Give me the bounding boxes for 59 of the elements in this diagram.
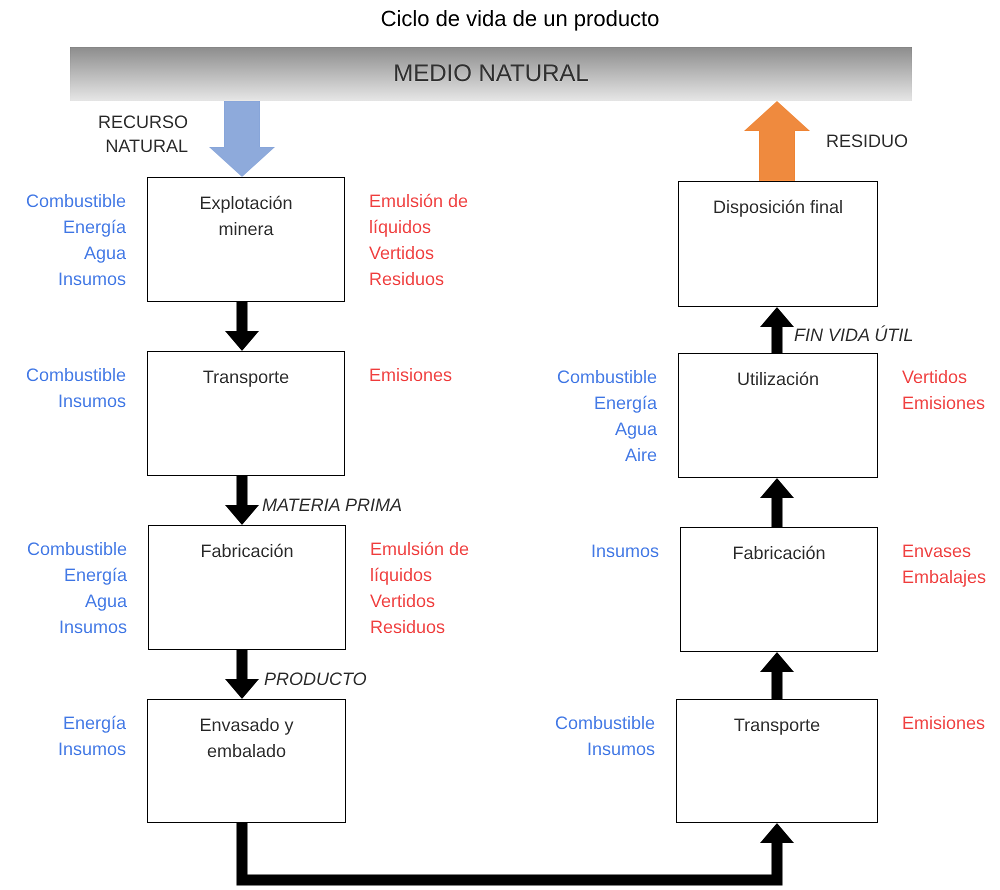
input-text: Energía: [592, 392, 657, 415]
input-text: Combustible: [24, 364, 126, 387]
input-text: Combustible: [24, 190, 126, 213]
process-name: Fabricación: [199, 540, 295, 563]
process-name: Disposición final: [712, 196, 844, 219]
output-text: Emisiones: [902, 392, 986, 415]
output-text: Emisiones: [369, 364, 454, 387]
process-box: [147, 699, 346, 823]
input-text: Combustible: [26, 538, 127, 561]
output-text: Residuos: [369, 268, 446, 291]
output-text: Emisiones: [902, 712, 986, 735]
process-box: [680, 527, 878, 652]
arrow: [236, 823, 794, 886]
input-text: Agua: [614, 418, 657, 441]
arrow: [760, 307, 794, 353]
process-box: [147, 351, 345, 476]
process-box: [676, 699, 878, 823]
process-name: Utilización: [736, 368, 820, 391]
input-text: Combustible: [556, 366, 657, 389]
input-text: Aire: [624, 444, 657, 467]
input-text: Insumos: [56, 390, 126, 413]
input-text: Agua: [82, 242, 126, 265]
arrow: [744, 101, 810, 181]
input-text: Energía: [62, 216, 126, 239]
input-text: Insumos: [56, 738, 126, 761]
output-text: Emulsión de líquidos: [370, 538, 470, 587]
input-text: Insumos: [586, 738, 655, 761]
input-text: Energía: [62, 564, 127, 587]
output-text: Envases: [902, 540, 972, 563]
process-name: Fabricación: [731, 542, 827, 565]
output-text: Embalajes: [902, 566, 988, 589]
process-box: [678, 181, 878, 307]
input-text: Combustible: [554, 712, 655, 735]
output-text: Vertidos: [902, 366, 968, 389]
input-text: Insumos: [56, 268, 126, 291]
arrow: [225, 302, 259, 351]
output-text: Residuos: [370, 616, 446, 639]
input-text: Insumos: [58, 616, 127, 639]
arrow: [225, 476, 259, 525]
arrow: [225, 650, 259, 699]
input-text: Insumos: [590, 540, 659, 563]
process-name: Transporte: [202, 366, 290, 389]
arrow: [760, 478, 794, 527]
band-title: MEDIO NATURAL: [393, 61, 589, 87]
arrow: [760, 652, 794, 699]
environment-band: [70, 47, 912, 101]
input-text: Agua: [84, 590, 127, 613]
process-box: [678, 353, 878, 478]
input-text: Energía: [62, 712, 126, 735]
diagram-title: Ciclo de vida de un producto: [380, 6, 660, 32]
process-box: [147, 177, 345, 302]
output-text: Emulsión de líquidos: [369, 190, 470, 239]
process-name: Envasado y embalado: [198, 714, 295, 763]
process-box: [148, 525, 346, 650]
output-text: Vertidos: [370, 590, 436, 613]
output-text: Vertidos: [369, 242, 436, 265]
process-name: Transporte: [732, 714, 822, 737]
process-name: Explotación minera: [198, 192, 294, 241]
arrow: [209, 101, 275, 177]
